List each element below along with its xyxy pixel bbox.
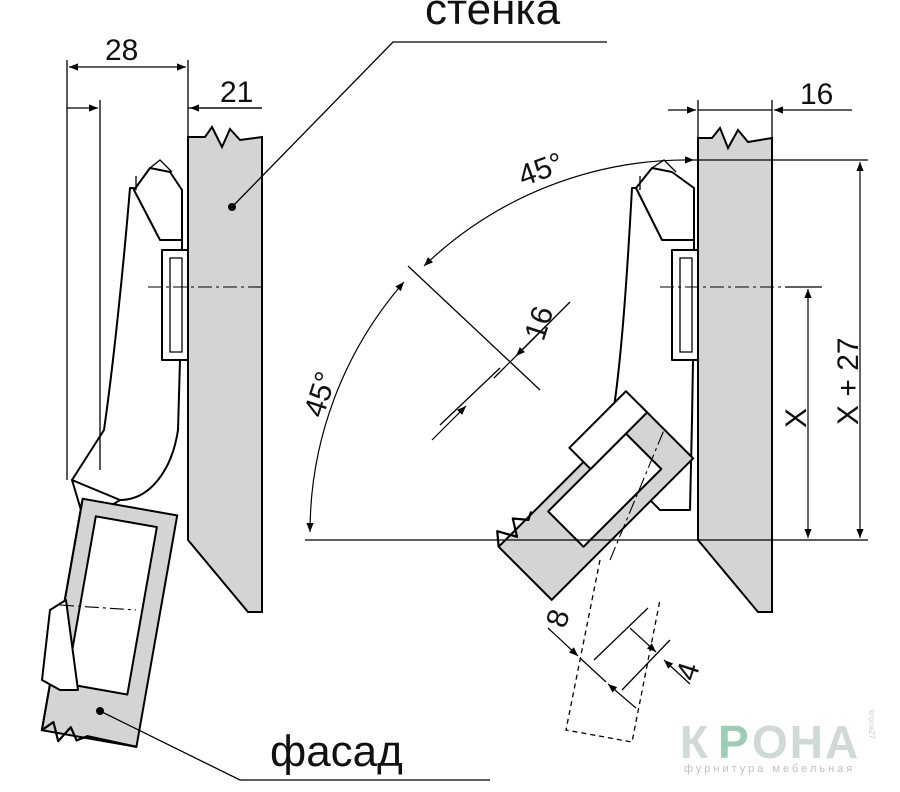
dim-4-arrow-b — [663, 659, 691, 685]
angle-radial-line — [407, 265, 541, 391]
dim-ext-8 — [593, 607, 649, 661]
dim-28-label: 28 — [105, 34, 138, 67]
facade-leader-line — [99, 710, 490, 781]
cup-bump-right — [568, 390, 649, 470]
facade-door-right — [496, 390, 695, 602]
logo-letter-r: Р — [718, 716, 751, 768]
dim-ext-4 — [621, 639, 671, 691]
right-view: 16 45° 45° 16 X X + 27 8 4 — [298, 78, 868, 743]
dim-16-door-label: 16 — [519, 302, 561, 344]
dim-x27-label: X + 27 — [832, 337, 865, 425]
logo-side-text: krona27 — [867, 710, 876, 739]
brand-logo: К Р ОНА фурнитура мебельная krona27 — [680, 710, 876, 775]
wall-panel-left — [187, 125, 263, 613]
logo-letter-k: К — [680, 716, 710, 768]
dim-21-label: 21 — [220, 76, 253, 109]
angle-arc-lower — [306, 281, 405, 533]
cup-hole-outline — [565, 559, 661, 743]
clip-detail-left — [135, 159, 173, 190]
centerline-left-cup — [59, 604, 137, 611]
dim-4-label: 4 — [670, 658, 707, 684]
dim-8-arrow-b — [607, 683, 637, 709]
angle-top-label: 45° — [514, 147, 568, 194]
angle-arc-upper — [423, 156, 695, 267]
mounting-plate-left — [161, 249, 189, 361]
dim-ext-16d-a — [439, 367, 501, 426]
wall-label: стенка — [425, 0, 561, 34]
centerline-right-cup — [609, 429, 665, 561]
cup-bump-left — [41, 599, 79, 691]
dim-x-label: X — [780, 408, 813, 428]
dim-4-arrow-a — [629, 627, 657, 653]
logo-tagline: фурнитура мебельная — [684, 763, 855, 775]
logo-letters-ona: ОНА — [752, 716, 860, 768]
dim-16-top-label: 16 — [800, 78, 833, 111]
wall-leader-line — [231, 41, 607, 208]
facade-label: фасад — [270, 727, 403, 776]
hinge-cup-right — [547, 432, 663, 548]
angle-side-label: 45° — [298, 368, 343, 421]
plate-detail-left — [169, 257, 183, 353]
hinge-cup-left — [65, 515, 158, 696]
left-view: 28 21 стенка фасад — [40, 0, 607, 781]
dim-8-label: 8 — [540, 605, 577, 631]
dim-8-arrow-a — [547, 627, 579, 657]
mounting-plate-right — [671, 249, 699, 361]
dim-16d-line-a — [431, 405, 467, 441]
wall-panel-right — [697, 126, 773, 613]
